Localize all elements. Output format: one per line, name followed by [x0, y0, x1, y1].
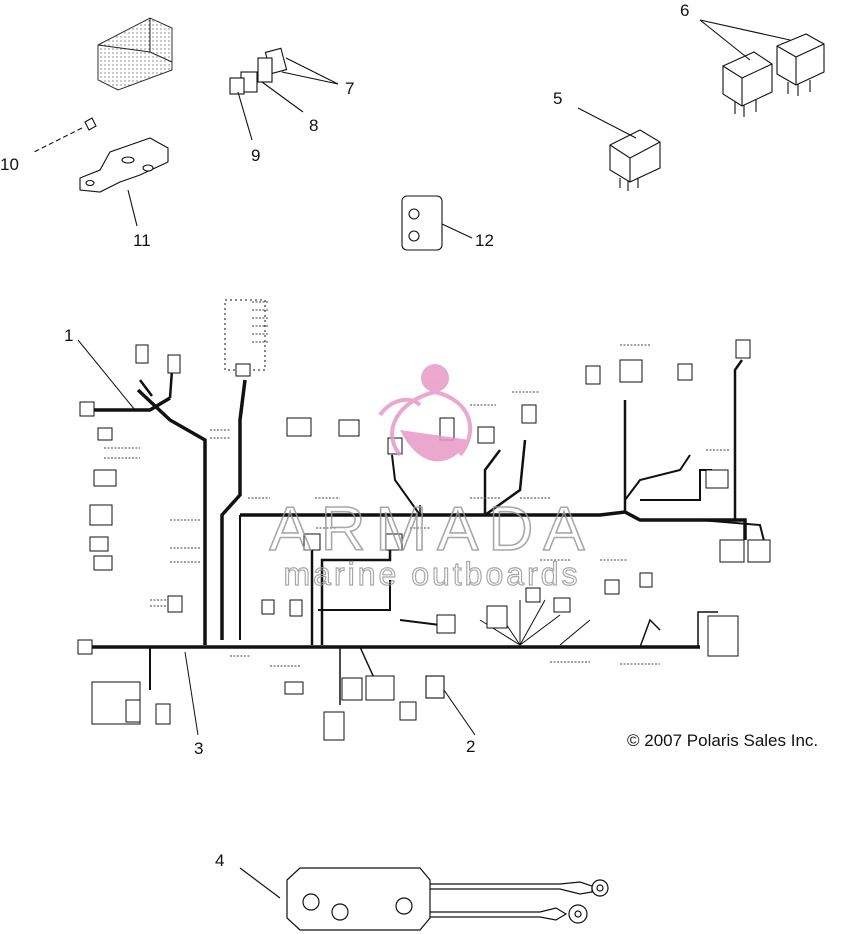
connector-parts-7-8-9	[229, 47, 339, 141]
callout-8: 8	[309, 116, 318, 135]
armada-watermark: ARMADA marine outboards	[269, 364, 594, 593]
relay-pair-part-6	[699, 19, 825, 117]
switch-block-part	[97, 17, 173, 91]
watermark-tagline: marine outboards	[283, 556, 580, 592]
leader-lines	[77, 339, 199, 736]
callout-11: 11	[133, 231, 151, 250]
callout-5: 5	[553, 89, 562, 108]
callout-6: 6	[680, 1, 689, 20]
callout-4: 4	[215, 851, 224, 870]
connector-part-2	[425, 675, 476, 736]
cable-assembly-part-4	[239, 867, 609, 931]
main-wire-harness	[88, 359, 766, 705]
bracket-part-11	[33, 117, 169, 227]
callout-10: 10	[0, 155, 19, 174]
copyright-text: © 2007 Polaris Sales Inc.	[627, 731, 819, 750]
watermark-brand: ARMADA	[269, 495, 594, 564]
callout-2: 2	[466, 737, 475, 756]
callout-12: 12	[475, 231, 494, 250]
callout-1: 1	[64, 326, 73, 345]
relay-part-5	[577, 107, 661, 191]
callout-7: 7	[345, 79, 354, 98]
wire-label-marks	[104, 301, 730, 667]
callout-3: 3	[194, 739, 203, 758]
armada-logo-icon	[378, 364, 473, 462]
circuit-breaker-part-12	[401, 195, 473, 251]
callout-9: 9	[251, 146, 260, 165]
